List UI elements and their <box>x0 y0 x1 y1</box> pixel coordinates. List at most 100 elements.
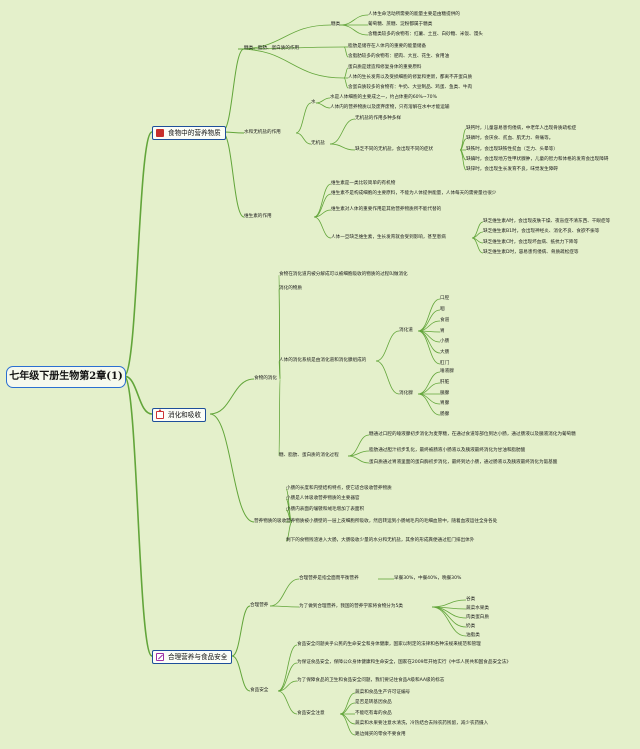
sugar-item[interactable]: 含糖类较多的食物有：红薯、土豆、白砂糖、米饭、馒头 <box>368 32 483 37</box>
gland-organ[interactable]: 肝脏 <box>440 380 450 385</box>
tract-organ[interactable]: 口腔 <box>440 296 450 301</box>
topic-digestive-system[interactable]: 人体的消化系统是由消化道和消化腺组成的 <box>279 358 367 363</box>
vitamin-item[interactable]: 维生素不是构成细胞的主要原料，不能为人体提供能量，人体每天的需要量也很少 <box>331 191 497 196</box>
tract-organ[interactable]: 肛门 <box>440 361 450 366</box>
connector-line <box>471 221 484 239</box>
connector-line <box>313 209 332 218</box>
topic-water[interactable]: 水 <box>311 100 316 105</box>
topic-food-safety[interactable]: 食品安全 <box>250 688 269 693</box>
topic-absorption[interactable]: 营养物质的吸收 <box>254 519 287 524</box>
absorption-item[interactable]: 小肠的长度和内壁结构特点，使它适合吸收营养物质 <box>286 486 392 491</box>
food-group[interactable]: 肉类蛋白质 <box>466 615 489 620</box>
food-group[interactable]: 奶类 <box>466 624 476 629</box>
gland-organ[interactable]: 胃腺 <box>440 401 450 406</box>
safety-item[interactable]: 食品安全问题关乎公民的生命安全和身体健康，国家以制定的法律和各种法规来规范和管理 <box>297 642 481 647</box>
topic-salt[interactable]: 无机盐 <box>311 141 325 146</box>
safety-attention-item[interactable]: 是否是转基因食品 <box>355 700 392 705</box>
nutrition-item[interactable]: 合理营养是指全面而平衡营养 <box>299 576 359 581</box>
safety-item[interactable]: 为保证食品安全，保障公众身体健康和生命安全，国家在2009年开始实行《中华人民共… <box>297 660 511 665</box>
connector-line <box>277 690 298 715</box>
connector-line <box>471 237 484 254</box>
tract-organ[interactable]: 大肠 <box>440 350 450 355</box>
connector-line <box>417 382 441 395</box>
nutrient-digestion-item[interactable]: 脂肪通过胆汁初步乳化，最终被肠液小肠液以及胰液最终消化为甘油和脂肪酸 <box>369 448 526 453</box>
mineral-deficiency[interactable]: 缺锌时，会出现生长发育不良，味觉发生障碍 <box>466 167 558 172</box>
safety-item[interactable]: 为了保障食品的卫生和食品安全问题，我们要记住食品A级和AA级的标志 <box>297 678 445 683</box>
mineral-deficiency[interactable]: 缺铁时，会出现缺铁性贫血（乏力、头晕等） <box>466 147 558 152</box>
digestion-item[interactable]: 消化的物质 <box>279 286 302 291</box>
meal-ratio[interactable]: 早餐30%，中餐40%，晚餐30% <box>394 576 462 581</box>
sugar-item[interactable]: 人体生命活动所需要的能量主要是由糖提供的 <box>368 12 460 17</box>
sugar-item[interactable]: 葡萄糖、蔗糖、淀粉都属于糖类 <box>368 22 433 27</box>
connector-line <box>459 149 467 171</box>
root-topic[interactable]: 七年级下册生物第2章(1) <box>6 366 126 388</box>
absorption-item[interactable]: 剩下的食物残渣进入大肠，大肠吸收少量的水分和无机盐，其余的形成粪便通过肛门排出体… <box>286 538 475 543</box>
connector-line <box>295 132 312 145</box>
nutrient-digestion-item[interactable]: 糖通过口腔的唾液腺初步消化为麦芽糖，在通过食道等部位到达小肠，通过肠液以及胰液消… <box>369 432 576 437</box>
gland-organ[interactable]: 胰腺 <box>440 391 450 396</box>
vitamin-deficiency[interactable]: 缺乏维生素A时，会出现皮肤干燥、夜盲症不清东西、干眼症等 <box>483 219 611 224</box>
vitamin-deficiency[interactable]: 缺乏维生素D时，容易患佝偻病、骨质疏松症等 <box>483 250 579 255</box>
topic-digestive-gland[interactable]: 消化腺 <box>399 391 413 396</box>
mineral-deficiency[interactable]: 缺钙时，儿童容易患佝偻病，中老年人出现骨质疏松症 <box>466 126 577 131</box>
protein-item[interactable]: 含蛋白质较多的食物有：牛奶、大豆制品、鸡蛋、鱼类、牛肉 <box>348 85 473 90</box>
food-group[interactable]: 谷类 <box>466 597 476 602</box>
topic-food-pyramid[interactable]: 为了做到合理营养，我国的营养学家将食物分为5类 <box>299 604 403 609</box>
safety-attention-item[interactable]: 路边摊买的零食不要食用 <box>355 732 406 737</box>
tract-organ[interactable]: 食道 <box>440 318 450 323</box>
mineral-deficiency[interactable]: 缺磷时，会厌食、贫血、肌无力、骨痛等。 <box>466 136 554 141</box>
house-icon <box>156 409 164 419</box>
vitamin-deficiency[interactable]: 缺乏维生素C时，会出现坏血病、抵抗力下降等 <box>483 240 579 245</box>
topic-vitamins[interactable]: 维生素的作用 <box>244 214 272 219</box>
tract-organ[interactable]: 咽 <box>440 307 445 312</box>
branch-digestion[interactable]: 消化和吸收 <box>152 408 206 422</box>
connector-line <box>231 605 251 657</box>
connector-line <box>285 521 293 542</box>
water-item[interactable]: 水是人体细胞的主要成之一，约占体重的60%~70% <box>330 95 437 100</box>
fat-item[interactable]: 含脂肪较多的食物有：肥肉、大豆、花生、食用油 <box>348 54 450 59</box>
connector-line <box>277 680 298 692</box>
branch-nutrients[interactable]: 食物中的营养物质 <box>152 126 226 140</box>
salt-item[interactable]: 无机盐的作用多种多样 <box>355 116 401 121</box>
topic-nutrient-digestion[interactable]: 糖、脂肪、蛋白质的消化过程 <box>279 453 339 458</box>
connector-line <box>431 606 467 628</box>
tract-organ[interactable]: 胃 <box>440 329 445 334</box>
absorption-item[interactable]: 小肠是人体吸收营养物质的主要器官 <box>286 496 360 501</box>
connector-line <box>417 393 441 405</box>
food-group[interactable]: 蔬菜水果类 <box>466 606 489 611</box>
gland-organ[interactable]: 肠腺 <box>440 412 450 417</box>
topic-sugar[interactable]: 糖类 <box>331 22 341 27</box>
nutrient-digestion-item[interactable]: 蛋白质通过胃液里面的蛋白酶初步消化，最终到达小肠，通过肠液以及胰液最终消化为氨基… <box>369 460 558 465</box>
branch-nutrition-safety[interactable]: 合理营养与食品安全 <box>152 650 233 664</box>
gland-organ[interactable]: 唾液腺 <box>440 369 454 374</box>
topic-water-salt[interactable]: 水和无机盐的作用 <box>244 130 281 135</box>
flag-icon <box>156 129 164 137</box>
safety-attention-item[interactable]: 不能吃有毒的食品 <box>355 711 392 716</box>
water-item[interactable]: 人体内的营养物质以及废弃废物，只有溶解在水中才能运输 <box>330 105 450 110</box>
connector-line <box>278 360 281 380</box>
vitamin-item[interactable]: 维生素是一类比较简单的有机物 <box>331 181 396 186</box>
tools-icon <box>156 653 164 661</box>
vitamin-item[interactable]: 维生素对人体的重要作用是其他营养物质所不能代替的 <box>331 207 442 212</box>
topic-macronutrients[interactable]: 糖类、脂肪、蛋白质的作用 <box>244 46 300 51</box>
salt-item[interactable]: 缺乏不同的无机盐，会出现不同的症状 <box>355 147 434 152</box>
digestion-item[interactable]: 食物在消化道内被分解成可以被细胞吸收的物质的过程叫做消化 <box>279 272 408 277</box>
protein-item[interactable]: 蛋白质是建造和修复身体的重要原料 <box>348 65 422 70</box>
absorption-item[interactable]: 小肠内表面的皱襞和绒毛增加了表面积 <box>286 507 365 512</box>
safety-attention-item[interactable]: 蔬菜和水果要注意水清洗，冷热结合去除农药残留，减少农药摄入 <box>355 721 489 726</box>
safety-attention-item[interactable]: 蔬菜和食品生产许可证编号 <box>355 690 411 695</box>
fat-item[interactable]: 脂肪是储存在人体内的重要的能量储备 <box>348 44 427 49</box>
vitamin-item[interactable]: 人体一旦缺乏维生素，生长发育就会受到影响，甚至患病 <box>331 235 446 240</box>
topic-digestive-tract[interactable]: 消化道 <box>399 328 413 333</box>
vitamin-deficiency[interactable]: 缺乏维生素B1时，会出现神经炎、消化不良、食欲不振等 <box>483 229 600 234</box>
topic-digestion[interactable]: 食物的消化 <box>254 376 277 381</box>
absorption-item[interactable]: 营养物质被小肠壁的一层上皮细胞所吸收，然后转运到小肠绒毛内的毛细血管中，随着血液… <box>286 519 498 524</box>
protein-item[interactable]: 人体的生长发育以及受损细胞的修复和更新，都离不开蛋白质 <box>348 75 473 80</box>
topic-safety-attention[interactable]: 食品安全注意 <box>297 711 325 716</box>
topic-balanced-nutrition[interactable]: 合理营养 <box>250 603 269 608</box>
food-group[interactable]: 油脂类 <box>466 633 480 638</box>
connector-line <box>417 330 441 365</box>
tract-organ[interactable]: 小肠 <box>440 339 450 344</box>
mineral-deficiency[interactable]: 缺碘时，会出现地方性甲状腺肿，儿童的智力和体格的发育会出现障碍 <box>466 157 609 162</box>
